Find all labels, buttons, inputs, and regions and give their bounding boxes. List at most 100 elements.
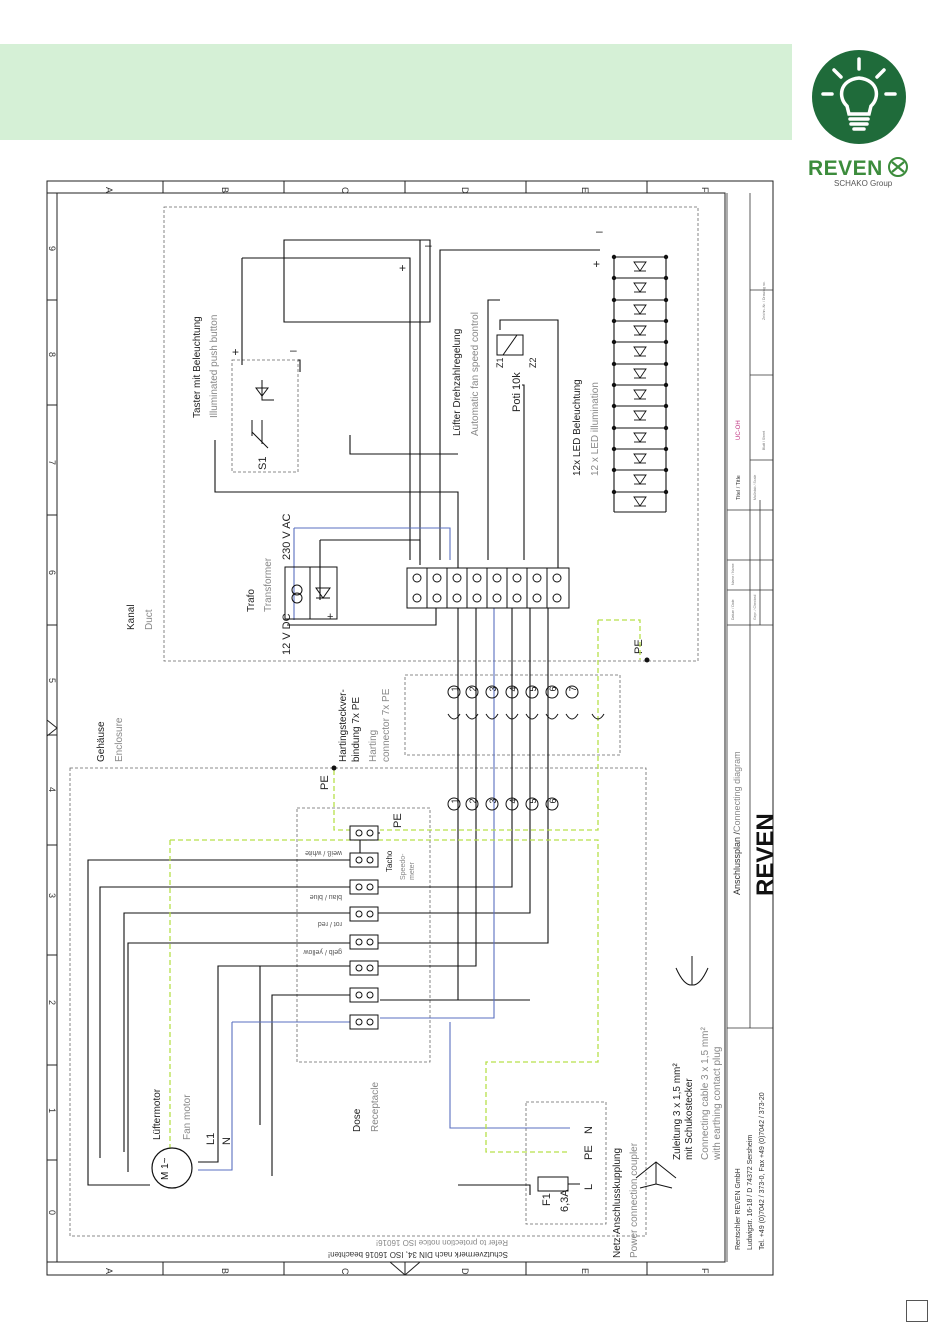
- tb-checked: Gepr. / Checked: [753, 595, 757, 620]
- transformer-symbol: [284, 566, 338, 620]
- header-band: [0, 44, 792, 140]
- plus-button: +: [232, 345, 239, 359]
- n-label-netz: N: [583, 1126, 595, 1134]
- harting-pin-7: 7: [568, 686, 578, 691]
- lower-pin-1: 1: [450, 798, 460, 803]
- blau-label: blau / blue: [310, 893, 342, 900]
- v230-label: 230 V AC: [281, 513, 293, 560]
- connection-dots: [331, 657, 650, 771]
- dose-label-en: Receptacle: [370, 1082, 381, 1132]
- fuse-symbol: [537, 1176, 580, 1192]
- logo-badge: [812, 50, 906, 144]
- minus-supply: –: [425, 238, 432, 252]
- tb-name: Name / Name: [731, 563, 735, 585]
- grid-col-0: 0: [47, 1210, 57, 1215]
- grid-row-e-bottom: E: [580, 1268, 590, 1274]
- motor-label: Lüftermotor: [152, 1088, 163, 1140]
- speedo-label-2: meter: [409, 861, 416, 880]
- taster-label-en: Illuminated push button: [209, 315, 220, 418]
- plug-icon: [635, 956, 709, 1189]
- title-label: Titel / Title: [736, 475, 742, 500]
- grid-col-2: 2: [47, 1000, 57, 1005]
- brand-sub: SCHAKO Group: [834, 179, 893, 188]
- harting-pin-3: 3: [488, 686, 498, 691]
- brand-logo: REVEN SCHAKO Group: [808, 156, 918, 188]
- grid-row-d-bottom: D: [460, 1268, 470, 1275]
- grid-row-f-bottom: F: [700, 1268, 710, 1274]
- grid-letters: A B C D E F A B C D E F 9 8 7 6 5 4 3 2 …: [47, 187, 710, 1275]
- motor-label-en: Fan motor: [182, 1094, 193, 1140]
- rot-label: rot / red: [318, 920, 342, 927]
- l-label-netz: L: [583, 1184, 595, 1190]
- n-label-motor: N: [221, 1137, 233, 1145]
- harting-pin-6: 6: [548, 686, 558, 691]
- page-number-box: [906, 1300, 928, 1322]
- reven-x-icon: [888, 157, 909, 177]
- luefter-reg-label-en: Automatic fan speed control: [470, 312, 481, 436]
- grid-col-3: 3: [47, 893, 57, 898]
- grid-row-e: E: [580, 187, 590, 193]
- speedo-label-1: Speedo-: [400, 853, 407, 880]
- poti-label: Poti 10k: [511, 372, 523, 412]
- lower-pin-2: 2: [468, 798, 478, 803]
- minus-led: –: [596, 224, 603, 238]
- netz-label: Netz-Anschlusskupplung: [612, 1148, 623, 1258]
- terminal-strip: [406, 567, 570, 609]
- company-name: Rentschler REVEN GmbH: [735, 1168, 742, 1250]
- grid-row-c-bottom: C: [340, 1268, 350, 1275]
- button-box: [231, 359, 299, 473]
- pe-label-netz: PE: [583, 1145, 595, 1160]
- blue-wires: [198, 527, 570, 1171]
- grid-row-a: A: [104, 187, 114, 193]
- plus-led: +: [593, 257, 600, 271]
- zuleitung-label-en-2: with earthing contact plug: [712, 1047, 723, 1161]
- protection-notice-en: Refer to protection notice ISO 16016!: [376, 1238, 508, 1247]
- led-array: [611, 254, 669, 513]
- drawing-frame: [46, 180, 774, 1276]
- harting-label-2: bindung 7x PE: [351, 697, 362, 762]
- z1-label: Z1: [495, 357, 505, 368]
- weiss-label: weiß / white: [305, 849, 343, 856]
- netz-label-en: Power connection coupler: [629, 1142, 640, 1258]
- harting-label-en-1: Harting: [368, 730, 379, 762]
- s1-label: S1: [257, 457, 269, 470]
- uc-code: UC-OH: [736, 420, 742, 440]
- grid-row-b: B: [220, 187, 230, 193]
- grid-col-6: 6: [47, 570, 57, 575]
- dose-label: Dose: [352, 1108, 363, 1132]
- pe-label-duct: PE: [633, 639, 645, 654]
- tb-date: Datum / Date: [731, 599, 735, 620]
- plan-title: Anschlussplan /Connecting diagram: [732, 751, 742, 895]
- pe-label-receptacle: PE: [392, 813, 404, 828]
- grid-col-1: 1: [47, 1108, 57, 1113]
- harting-pin-5: 5: [528, 686, 538, 691]
- gehaeuse-label-en: Enclosure: [114, 717, 125, 762]
- zuleitung-label-2: mit Schukostecker: [684, 1078, 695, 1160]
- pe-wires: [169, 619, 641, 1175]
- gehaeuse-label: Gehäuse: [96, 721, 107, 762]
- motor-symbol: M 1~: [151, 1147, 193, 1189]
- zuleitung-label-en-1: Connecting cable 3 x 1,5 mm²: [700, 1026, 711, 1160]
- lower-pin-3: 3: [488, 798, 498, 803]
- led-label: 12x LED Beleuchtung: [572, 379, 583, 476]
- led-label-en: 12 x LED illumination: [590, 382, 601, 476]
- receptacle-terminals: [349, 825, 379, 1030]
- tb-drawing-no: Zeichn.-Nr. / Drawing no.: [762, 281, 766, 320]
- motor-symbol-text: M 1~: [160, 1157, 171, 1180]
- title-block-text: Anschlussplan /Connecting diagram REVEN …: [731, 281, 779, 1250]
- brand-name: REVEN: [808, 157, 883, 180]
- grid-col-5: 5: [47, 678, 57, 683]
- grid-row-b-bottom: B: [220, 1268, 230, 1274]
- company-phone: Tel. +49 (0)7042 / 373-0, Fax +49 (0)704…: [759, 1092, 766, 1250]
- potentiometer-symbol: [496, 334, 524, 356]
- v12-label: 12 V DC: [281, 613, 293, 655]
- grid-row-f: F: [700, 187, 710, 193]
- company-address: Ludwigstr. 16-18 / D 74372 Sersheim: [747, 1135, 754, 1250]
- grid-col-9: 9: [47, 246, 57, 251]
- gelb-label: gelb / yellow: [303, 948, 342, 955]
- harting-label-1: Hartingsteckver-: [338, 689, 349, 762]
- harting-pin-2: 2: [468, 686, 478, 691]
- l1-label: L1: [205, 1133, 217, 1145]
- harting-pins: 1 2 3 4 5 6 7: [447, 685, 605, 720]
